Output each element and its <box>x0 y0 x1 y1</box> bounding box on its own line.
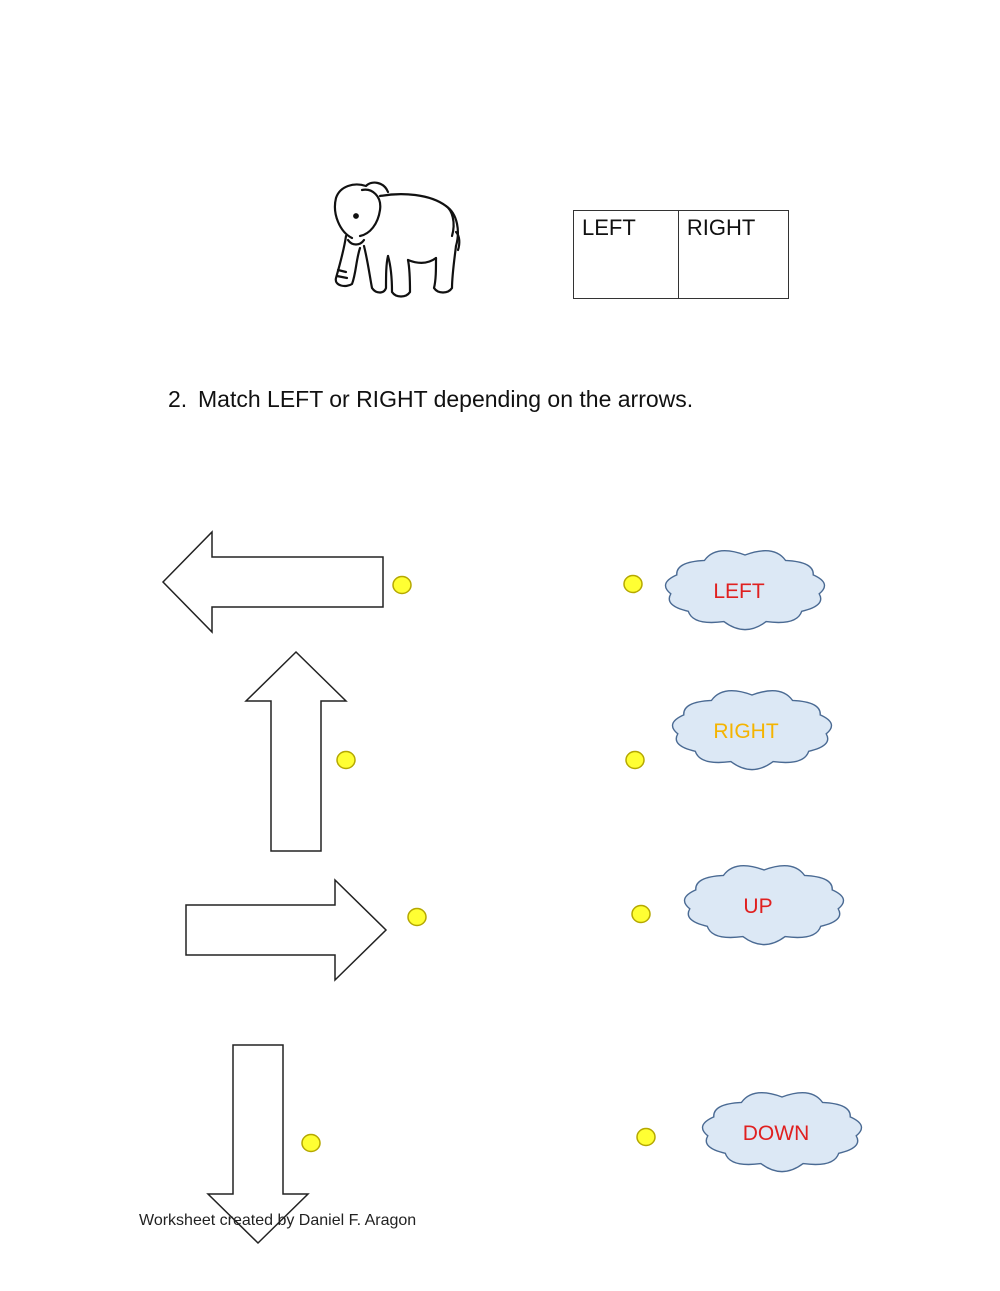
arrow-match-dot[interactable] <box>336 750 356 770</box>
instruction-text: Match LEFT or RIGHT depending on the arr… <box>198 386 694 412</box>
arrow-match-dot[interactable] <box>301 1133 321 1153</box>
cloud-label: LEFT <box>713 580 765 603</box>
arrow-match-dot[interactable] <box>392 575 412 595</box>
arrow-match-dot[interactable] <box>407 907 427 927</box>
instruction: 2. Match LEFT or RIGHT depending on the a… <box>168 386 693 413</box>
table-cell-right: RIGHT <box>677 210 790 299</box>
cloud-label: RIGHT <box>713 720 779 743</box>
right-arrow <box>185 878 388 982</box>
cloud-right: RIGHT <box>671 690 833 771</box>
word-match-dot[interactable] <box>623 574 643 594</box>
cloud-label: UP <box>743 895 772 918</box>
cloud-shape <box>671 690 833 771</box>
left-arrow <box>161 530 384 634</box>
word-match-dot[interactable] <box>636 1127 656 1147</box>
left-right-table: LEFT RIGHT <box>573 210 790 299</box>
cloud-up: UP <box>683 865 845 946</box>
cloud-shape <box>701 1092 863 1173</box>
cloud-shape <box>683 865 845 946</box>
down-arrow <box>206 1044 310 1245</box>
table-cell-left: LEFT <box>573 210 679 299</box>
worksheet-credit: Worksheet created by Daniel F. Aragon <box>139 1212 417 1229</box>
word-match-dot[interactable] <box>625 750 645 770</box>
cloud-down: DOWN <box>701 1092 863 1173</box>
cloud-left: LEFT <box>664 550 826 631</box>
elephant-icon <box>333 181 461 298</box>
word-match-dot[interactable] <box>631 904 651 924</box>
cloud-shape <box>664 550 826 631</box>
cloud-label: DOWN <box>743 1122 810 1145</box>
up-arrow <box>244 650 348 852</box>
instruction-number: 2. <box>168 386 188 412</box>
